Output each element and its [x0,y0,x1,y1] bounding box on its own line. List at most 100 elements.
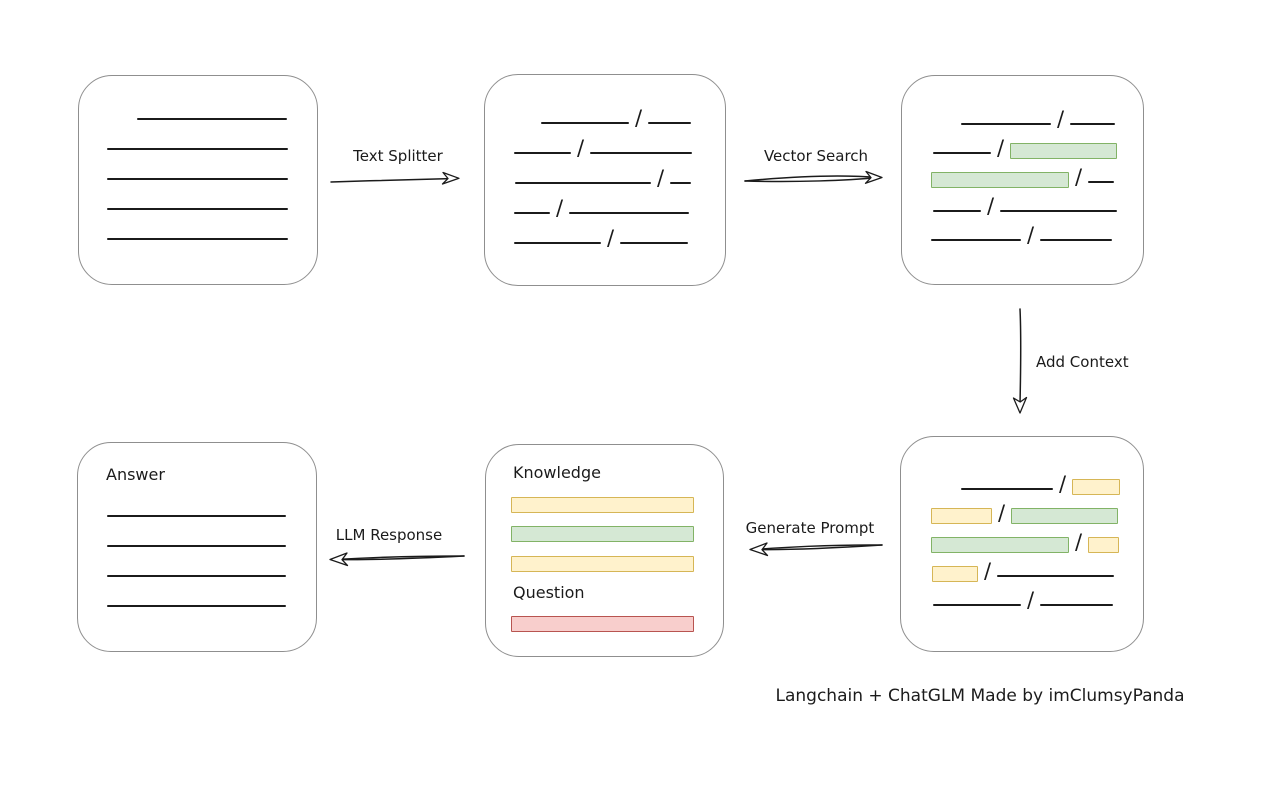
yellow-chunk [932,566,978,582]
text-line [137,118,287,120]
chunk-row: / [901,579,1143,612]
chunk-row [79,122,317,152]
slash-separator: / [635,106,643,130]
text-line [107,515,286,517]
slash-separator: / [1027,588,1035,612]
split-chunks-box: / / / / / [484,74,726,286]
chunk-row: / [901,521,1143,554]
text-line [515,182,651,184]
knowledge-bar-yellow [511,556,694,572]
answer-lines [78,489,316,609]
chunk-row [79,92,317,122]
llm-response-label: LLM Response [335,526,443,544]
context-chunks-box: / / / / / [900,436,1144,652]
chunk-row: / [485,186,725,220]
chunk-row: / [902,185,1143,218]
chunk-row [78,579,316,609]
slash-separator: / [997,136,1005,160]
chunk-row [78,549,316,579]
credit-caption: Langchain + ChatGLM Made by imClumsyPand… [775,686,1185,706]
chunk-row: / [902,127,1143,160]
text-line [514,242,601,244]
slash-separator: / [577,136,585,160]
document-lines [79,92,317,242]
chunk-row [79,182,317,212]
green-chunk [1010,143,1118,159]
chunk-row: / [901,492,1143,525]
yellow-chunk [1088,537,1120,553]
green-chunk [931,537,1069,553]
slash-separator: / [1075,165,1083,189]
split-chunk-rows: / / / / / [485,96,725,250]
chunk-row: / [485,216,725,250]
text-line [107,238,288,240]
knowledge-label: Knowledge [513,463,601,482]
context-chunk-rows: / / / / / [901,463,1143,612]
chunk-row [78,519,316,549]
text-line [590,152,693,154]
text-line [933,604,1021,606]
slash-separator: / [1057,107,1065,131]
yellow-chunk [931,508,992,524]
generate-prompt-label: Generate Prompt [745,519,875,537]
chunk-row: / [485,156,725,190]
text-line [961,123,1051,125]
text-line [107,208,288,210]
text-line [107,605,286,607]
text-line [670,182,692,184]
chunk-row: / [485,126,725,160]
text-line [569,212,690,214]
text-line [961,488,1053,490]
slash-separator: / [657,166,665,190]
chunk-row: / [901,550,1143,583]
generate-prompt-arrow [749,542,883,557]
vector-search-result-box: ///// [901,75,1144,285]
text-line [648,122,692,124]
knowledge-bar-green [511,526,694,542]
chunk-row: / [485,96,725,130]
chunk-row: / [901,463,1143,495]
question-label: Question [513,583,585,602]
add-context-arrow [1012,308,1028,414]
text-line [997,575,1115,577]
chunk-row [78,489,316,519]
text-line [514,152,571,154]
prompt-box: Knowledge Question [485,444,724,657]
text-line [514,212,550,214]
text-line [1040,604,1114,606]
question-bar-red [511,616,694,632]
slash-separator: / [987,194,995,218]
text-line [1088,181,1115,183]
green-chunk [1011,508,1119,524]
green-chunk [931,172,1069,188]
text-line [933,210,981,212]
add-context-label: Add Context [1036,353,1129,371]
text-line [1070,123,1116,125]
vector-search-label: Vector Search [763,147,869,165]
slash-separator: / [556,196,564,220]
text-line [107,575,286,577]
slash-separator: / [984,559,992,583]
answer-label: Answer [106,465,165,484]
text-line [107,545,286,547]
text-line [931,239,1021,241]
chunk-row: / [902,98,1143,131]
text-line [620,242,689,244]
text-line [933,152,991,154]
searched-chunk-rows: ///// [902,98,1143,246]
slash-separator: / [1075,530,1083,554]
text-splitter-label: Text Splitter [353,147,443,165]
slash-separator: / [998,501,1006,525]
chunk-row [79,152,317,182]
answer-box: Answer [77,442,317,652]
text-line [107,178,288,180]
chunk-row: / [902,214,1143,246]
text-line [541,122,629,124]
text-line [1040,239,1113,241]
knowledge-bar-yellow [511,497,694,513]
chunk-row [79,212,317,242]
vector-search-arrow [744,170,883,184]
slash-separator: / [607,226,615,250]
chunk-row: / [902,156,1143,189]
